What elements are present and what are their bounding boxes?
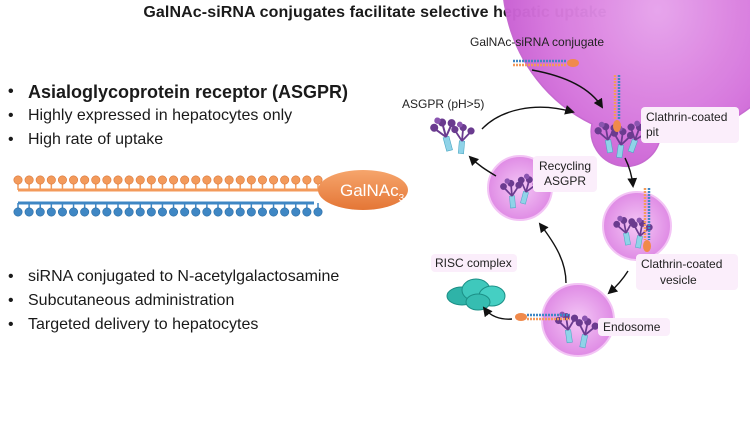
pit-label-box [641, 107, 739, 143]
bottom-bullet-list: siRNA conjugated to N-acetylgalactosamin… [8, 265, 339, 337]
asgpr-receptor [500, 178, 523, 209]
label-asgpr: ASGPR (pH>5) [402, 97, 484, 111]
galnac-label: GalNAc [340, 181, 399, 200]
pathway-arrows [468, 69, 638, 320]
bullet-conjugation: siRNA conjugated to N-acetylgalactosamin… [8, 265, 339, 289]
bullet-delivery: Targeted delivery to hepatocytes [8, 313, 339, 337]
bullet-asgpr-heading: Asialoglycoprotein receptor (ASGPR) [8, 80, 348, 104]
small-galnac-sirna [643, 188, 651, 252]
label-pit-line1: Clathrin-coated [646, 110, 727, 124]
endosome-label-box [598, 318, 670, 336]
bullet-uptake-rate: High rate of uptake [8, 128, 348, 152]
top-bullet-list: Asialoglycoprotein receptor (ASGPR) High… [8, 80, 348, 152]
recycling-label-box [533, 156, 597, 192]
label-risc: RISC complex [435, 256, 512, 270]
galnac-ligand: GalNAc3 [318, 170, 408, 210]
svg-text:GalNAc3: GalNAc3 [340, 181, 405, 204]
small-galnac-sirna [515, 313, 570, 321]
label-recycling-line1: Recycling [539, 159, 591, 173]
asgpr-receptor [575, 315, 599, 349]
label-conjugate: GalNAc-siRNA conjugate [470, 35, 604, 49]
label-pit-line2: pit [646, 125, 659, 139]
galnac-subscript: 3 [399, 193, 405, 204]
figure-title: GalNAc-siRNA conjugates facilitate selec… [143, 4, 607, 21]
bullet-expression: Highly expressed in hepatocytes only [8, 104, 348, 128]
label-endosome: Endosome [603, 320, 661, 334]
small-galnac-sirna [513, 59, 579, 67]
small-galnac-sirna [613, 75, 621, 132]
sirna-duplex-illustration [13, 175, 323, 217]
label-recycling-line2: ASGPR [544, 174, 586, 188]
risc-complex [446, 278, 506, 311]
label-hepatocyte: Hepatocyte [532, 389, 593, 403]
risc-label-box [431, 254, 517, 272]
small-conjugates [513, 59, 651, 321]
label-vesicle-line2: vesicle [660, 273, 697, 287]
asgpr-receptor [451, 121, 475, 155]
bullet-administration: Subcutaneous administration [8, 289, 339, 313]
asgpr-receptor [430, 117, 456, 152]
vesicle-label-box [636, 254, 738, 290]
label-vesicle-line1: Clathrin-coated [641, 257, 722, 271]
